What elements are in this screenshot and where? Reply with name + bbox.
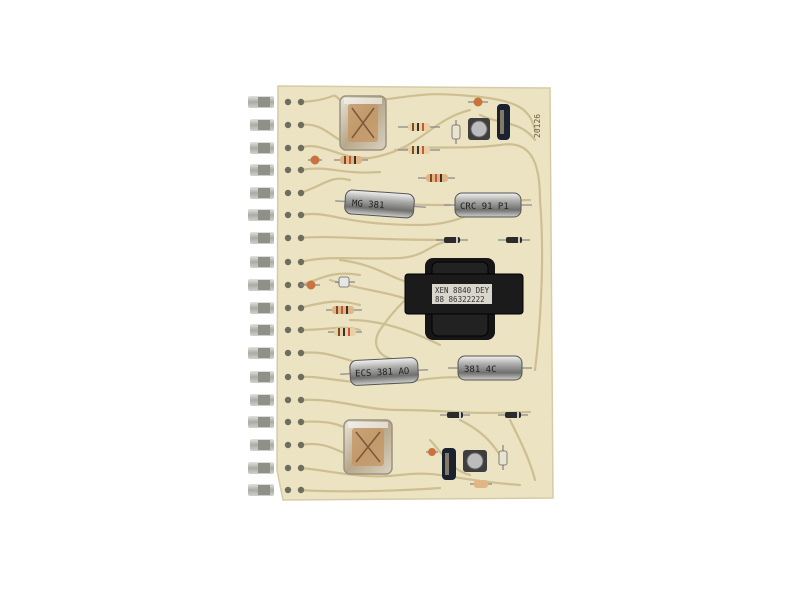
resistor	[398, 123, 440, 131]
transformer-label-line2: 88 86322222	[435, 295, 485, 304]
capacitor-top-left-label: MG 381	[352, 199, 385, 211]
diode	[498, 412, 528, 418]
capacitor-bottom-left-label: ECS 381 AO	[355, 367, 410, 380]
resistor	[328, 328, 362, 336]
transformer: XEN 8840 DEY 88 86322222	[404, 258, 524, 340]
resistor	[326, 306, 362, 314]
capacitor-top-left: MG 381	[335, 189, 426, 219]
capacitor-top-right-label: CRC 91 P1	[460, 202, 509, 212]
trimmer-bottom	[463, 450, 487, 472]
diode	[440, 412, 470, 418]
resistor	[300, 280, 320, 290]
diode	[498, 445, 508, 470]
capacitor-bottom-right-label: 381 4C	[464, 365, 497, 375]
relay-bottom	[343, 419, 393, 475]
edge-terminals	[248, 96, 305, 496]
diode	[436, 237, 468, 243]
diode	[451, 120, 461, 144]
relay-top	[339, 95, 387, 151]
tantalum-cap-bottom	[442, 448, 456, 480]
transformer-label-line1: XEN 8840 DEY	[435, 286, 490, 295]
capacitor-bottom-left: ECS 381 AO	[340, 357, 429, 386]
resistor	[398, 146, 440, 154]
capacitor-top-right: CRC 91 P1	[444, 192, 532, 218]
resistor	[470, 480, 492, 488]
capacitor-bottom-right: 381 4C	[448, 355, 532, 381]
resistor	[418, 174, 455, 182]
resistor	[308, 155, 322, 165]
resistor	[426, 448, 438, 456]
diode	[498, 237, 530, 243]
diode	[335, 276, 355, 288]
resistor	[468, 97, 488, 107]
trimmer-top	[468, 118, 490, 140]
board-edge-code: 20126	[533, 114, 542, 138]
tantalum-cap-top	[497, 104, 510, 140]
resistor	[334, 156, 368, 164]
